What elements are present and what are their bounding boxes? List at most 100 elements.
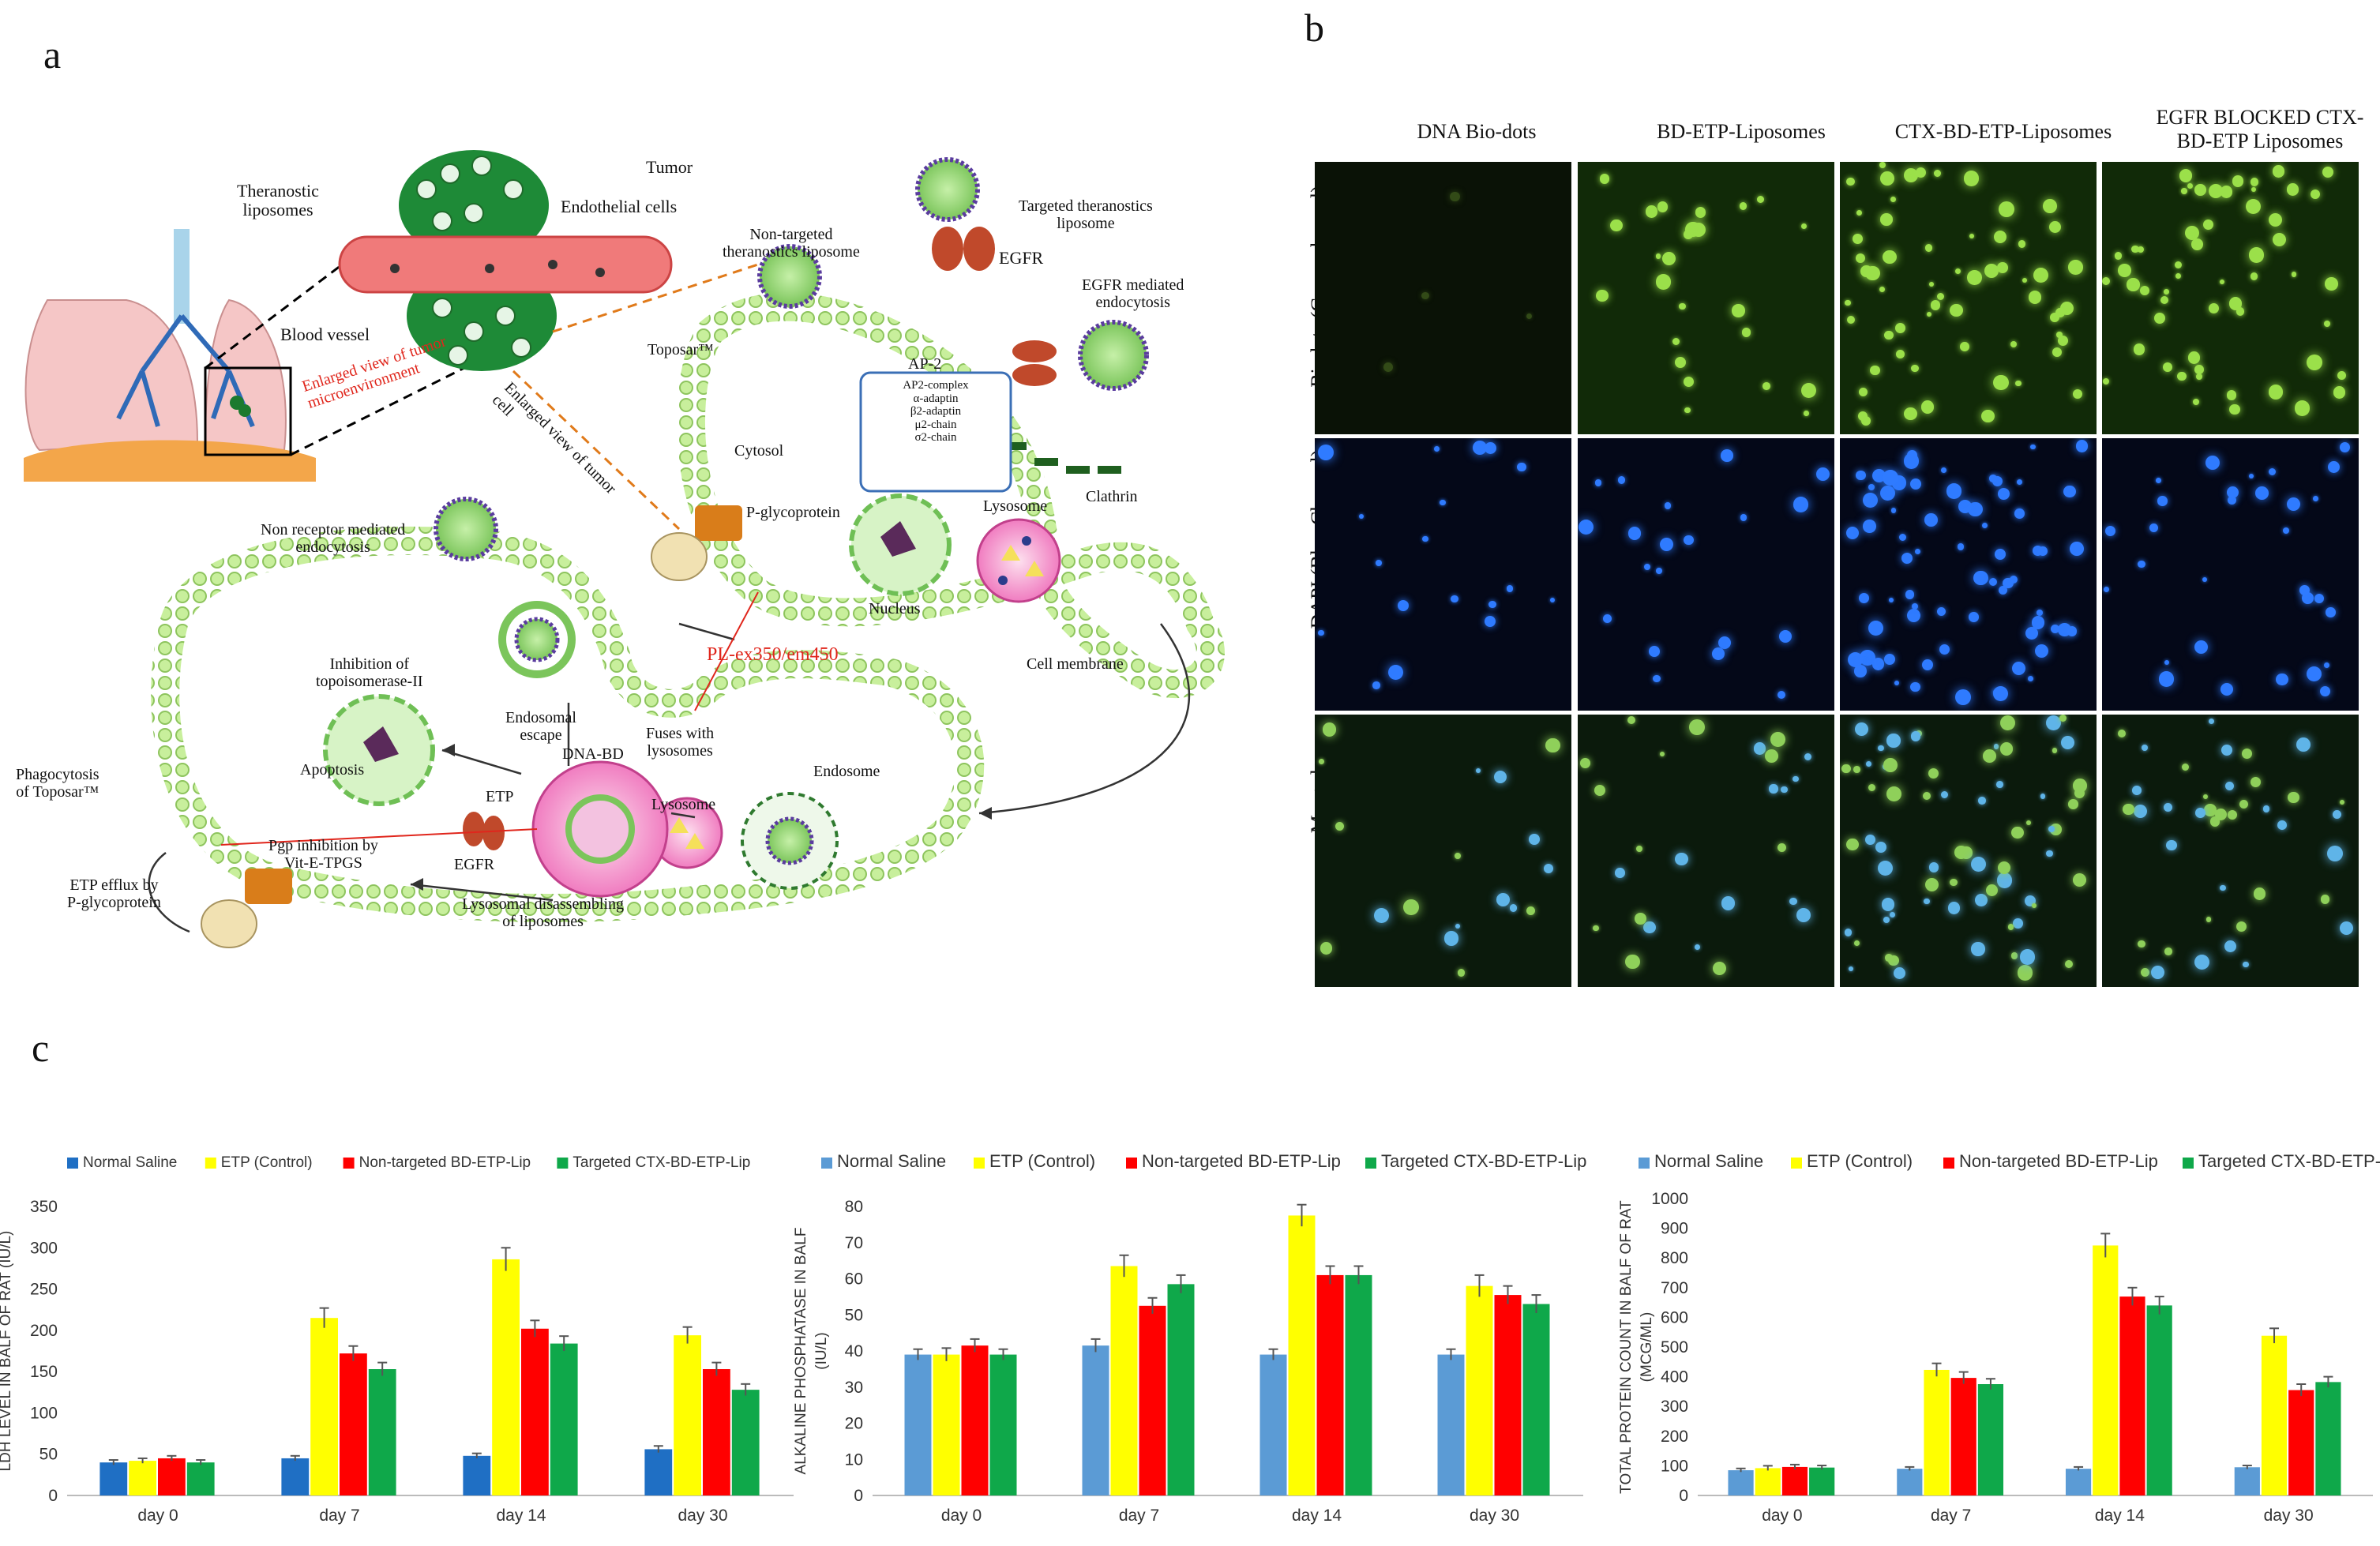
fluorescent-spot — [2114, 252, 2122, 260]
label-pl-ex: PL-ex350/em450 — [707, 644, 839, 665]
fluorescent-spot — [1318, 444, 1335, 460]
y-tick-label: 20 — [845, 1415, 863, 1433]
fluorescent-spot — [1781, 786, 1788, 794]
fluorescent-spot — [1984, 263, 1999, 279]
fluorescent-spot — [2153, 312, 2165, 324]
y-tick-label: 60 — [845, 1270, 863, 1289]
label-non-receptor-endocytosis: Non receptor mediated endocytosis — [261, 521, 406, 556]
fluorescent-spot — [2312, 495, 2318, 501]
fluorescent-spot — [1672, 337, 1680, 345]
y-tick-label: 10 — [845, 1450, 863, 1469]
fluorescent-spot — [2195, 807, 2206, 818]
bar — [368, 1369, 396, 1495]
fluorescent-spot — [2276, 673, 2288, 686]
y-axis-title: (MCG/ML) — [1639, 1312, 1655, 1383]
fluorescent-spot — [2187, 351, 2201, 364]
fluorescent-spot — [1996, 262, 2008, 273]
fluorescent-spot — [1969, 233, 1975, 239]
fluorescent-spot — [1450, 191, 1460, 202]
fluorescent-spot — [1765, 749, 1778, 764]
bar — [703, 1369, 730, 1495]
fluorescent-spot — [2229, 403, 2240, 415]
y-tick-label: 1000 — [1651, 1190, 1688, 1208]
fluorescent-spot — [1317, 629, 1324, 636]
fluorescent-spot — [2209, 302, 2220, 313]
label-etp: ETP — [486, 788, 514, 805]
fluorescent-spot — [1644, 563, 1651, 571]
fluorescent-spot — [2027, 675, 2033, 681]
fluorescent-spot — [2065, 960, 2074, 968]
label-tumor: Tumor — [646, 157, 693, 177]
fluorescent-spot — [2033, 267, 2049, 283]
fluorescent-spot — [2021, 277, 2027, 283]
fluorescent-spot — [1963, 171, 1980, 186]
fluorescent-spot — [2248, 247, 2265, 263]
label-dna-bd: DNA-BD — [562, 745, 624, 763]
fluorescent-spot — [1995, 781, 2003, 788]
fluorescent-spot — [2149, 523, 2158, 532]
fluorescent-spot — [1883, 917, 1890, 923]
legend-label: Normal Saline — [83, 1154, 177, 1171]
fluorescent-spot — [2219, 280, 2224, 285]
fluorescent-spot — [2326, 607, 2336, 617]
fluorescent-spot — [1627, 716, 1635, 725]
y-tick-label: 400 — [1661, 1368, 1688, 1387]
fluorescent-spot — [2287, 497, 2301, 512]
fluorescent-spot — [1864, 834, 1875, 845]
fluorescent-spot — [2009, 576, 2018, 584]
bar — [1950, 1378, 1976, 1495]
fluorescent-spot — [1967, 270, 1982, 285]
fluorescent-spot — [2164, 289, 2170, 295]
fluorescent-spot — [2141, 968, 2150, 978]
fluorescent-spot — [1905, 590, 1915, 599]
fluorescent-spot — [2263, 805, 2270, 812]
fluorescent-spot — [2245, 198, 2261, 214]
fluorescent-spot — [1678, 302, 1686, 310]
fluorescent-spot — [1881, 898, 1895, 911]
bar — [550, 1343, 578, 1495]
y-tick-label: 100 — [30, 1404, 58, 1422]
x-tick-label: day 7 — [1119, 1507, 1159, 1525]
fluorescent-spot — [1973, 570, 1988, 586]
fluorescent-spot — [1883, 250, 1898, 265]
y-tick-label: 40 — [845, 1342, 863, 1360]
fluorescent-spot — [2241, 748, 2253, 759]
fluorescent-spot — [1509, 904, 1518, 912]
fluorescent-spot — [2046, 850, 2053, 857]
label-ap2: AP-2 — [908, 355, 942, 373]
bar — [2315, 1382, 2341, 1495]
y-tick-label: 700 — [1661, 1279, 1688, 1297]
fluorescent-spot — [1627, 527, 1642, 540]
y-tick-label: 350 — [30, 1198, 58, 1216]
fluorescent-spot — [1800, 382, 1817, 399]
fluorescent-spot — [2028, 291, 2042, 304]
fluorescent-spot — [1800, 223, 1807, 229]
legend-swatch — [1791, 1158, 1802, 1169]
fluorescent-spot — [1954, 689, 1971, 706]
fluorescent-spot — [2194, 184, 2206, 196]
fluorescent-spot — [2311, 189, 2321, 200]
fluorescent-spot — [2323, 662, 2330, 668]
fluorescent-spot — [2123, 803, 2134, 816]
micrograph-r3-c1 — [1315, 715, 1571, 987]
fluorescent-spot — [1387, 664, 1403, 681]
fluorescent-spot — [2268, 384, 2284, 400]
y-tick-label: 30 — [845, 1379, 863, 1397]
y-axis-title: (IU/L) — [813, 1332, 830, 1370]
fluorescent-spot — [1777, 690, 1786, 700]
fluorescent-spot — [2220, 186, 2233, 198]
fluorescent-spot — [1721, 449, 1734, 462]
label-endosome: Endosome — [813, 763, 880, 780]
label-etp-efflux: ETP efflux by P-glycoprotein — [67, 876, 161, 911]
legend-label: Non-targeted BD-ETP-Lip — [1959, 1151, 2158, 1171]
fluorescent-spot — [1981, 409, 1995, 422]
fluorescent-spot — [1545, 737, 1560, 753]
fluorescent-spot — [2205, 455, 2220, 471]
fluorescent-spot — [1421, 291, 1429, 299]
fluorescent-spot — [1848, 651, 1864, 667]
fluorescent-spot — [2328, 461, 2341, 474]
fluorescent-spot — [1931, 300, 1941, 310]
fluorescent-spot — [1358, 513, 1364, 519]
fluorescent-spot — [2333, 810, 2342, 820]
fluorescent-spot — [2141, 744, 2148, 751]
